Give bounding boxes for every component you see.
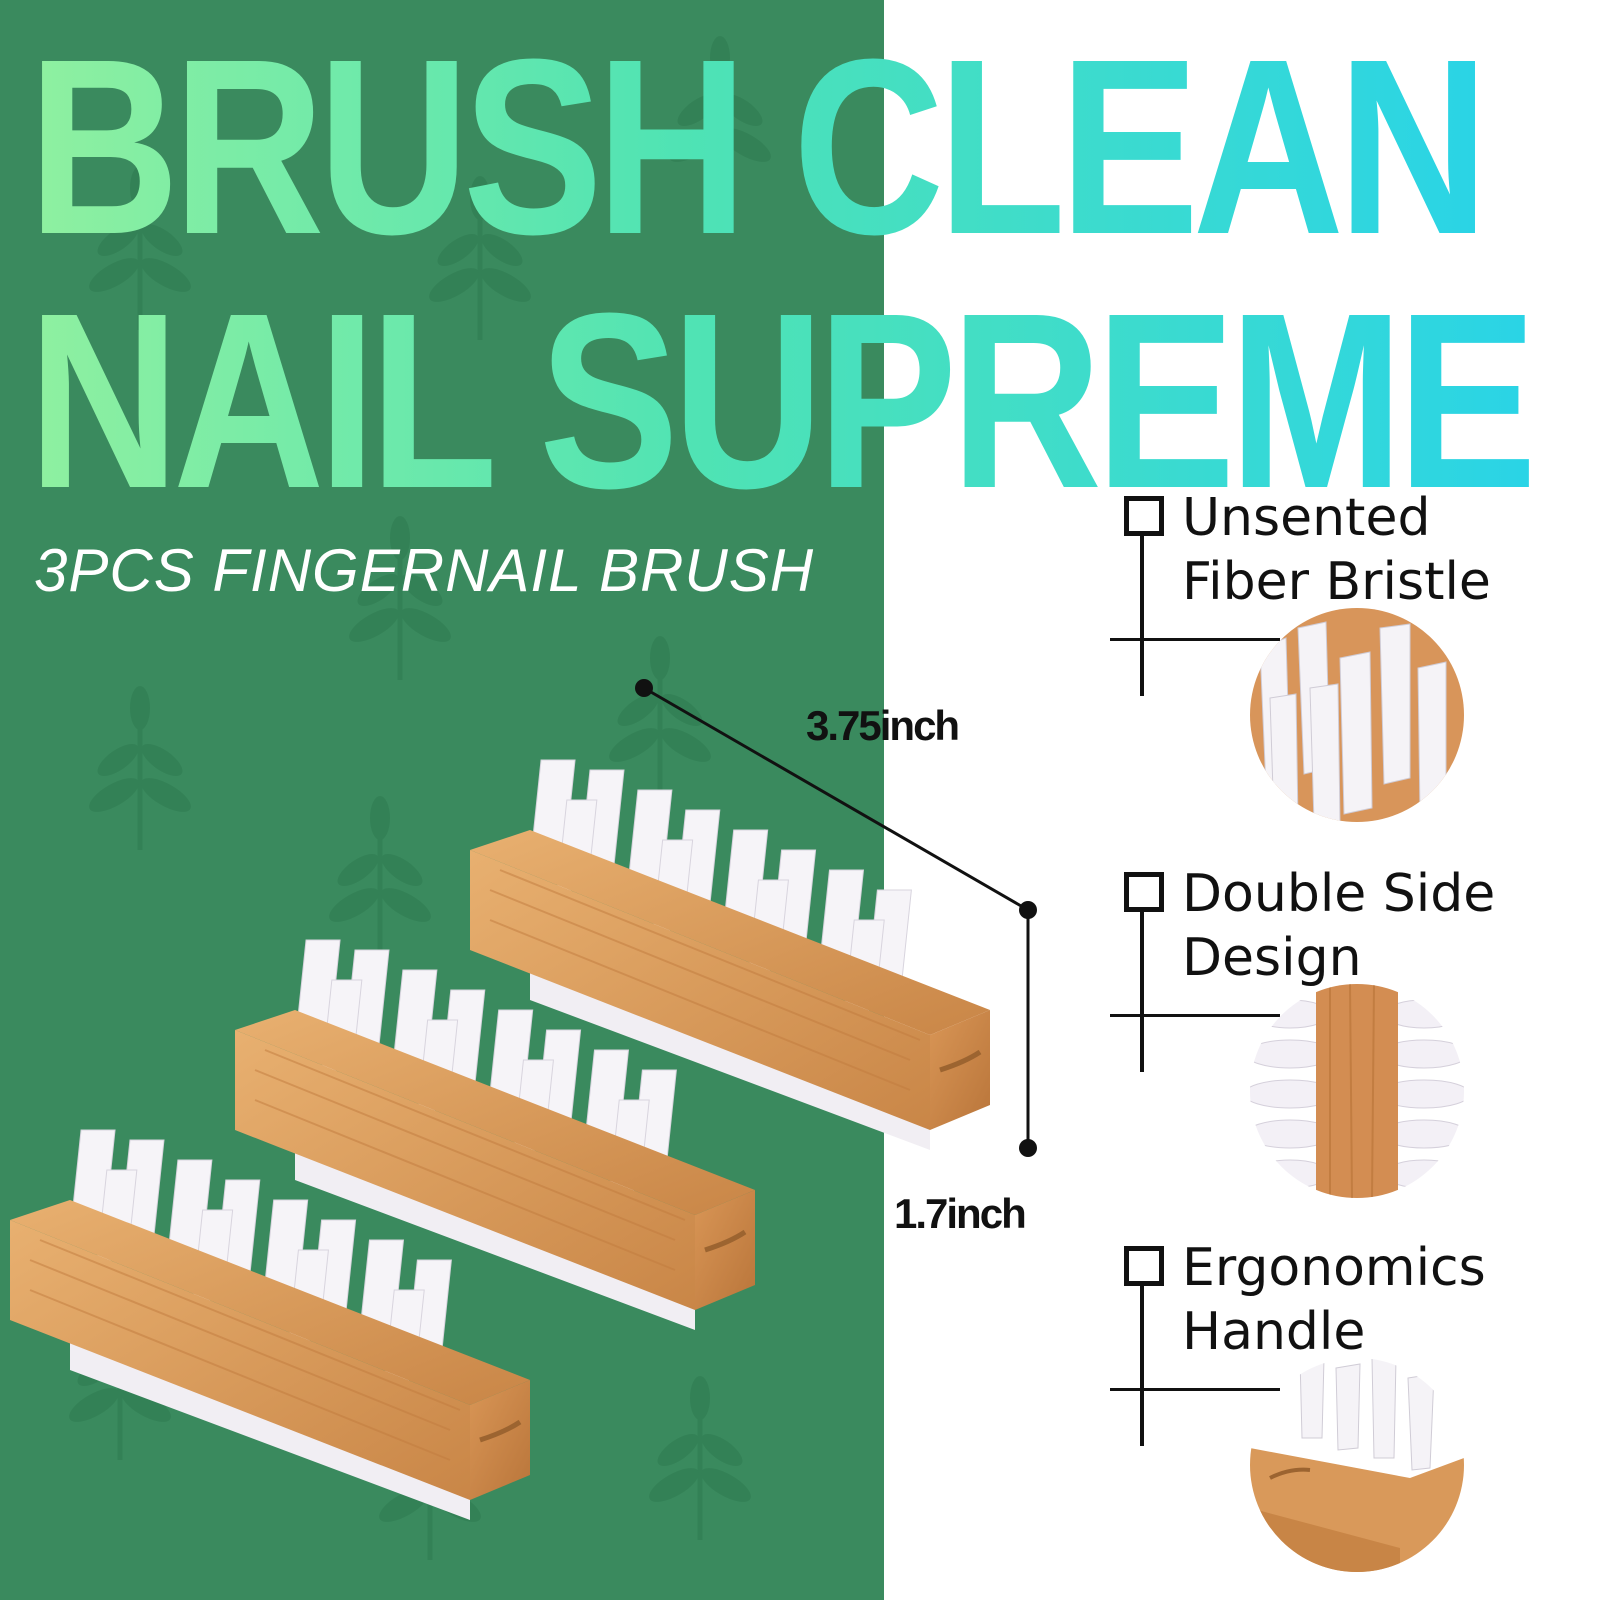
feature-title-line-1: Double Side	[1182, 864, 1496, 924]
feature-title-line-1: Unsented	[1182, 488, 1431, 548]
callout-horizontal-line	[1110, 1014, 1280, 1017]
callout-vertical-line	[1140, 1286, 1144, 1446]
checkbox-square-icon	[1124, 872, 1164, 912]
callout-vertical-line	[1140, 912, 1144, 1072]
nail-brushes-illustration	[0, 679, 1037, 1600]
headline-line-1: BRUSH CLEAN	[28, 7, 1489, 286]
feature-title-line-2: Handle	[1182, 1302, 1366, 1362]
feature-fiber-bristle: Unsented Fiber Bristle	[1110, 486, 1580, 826]
feature-title-line-1: Ergonomics	[1182, 1238, 1486, 1298]
product-subtitle: 3PCS FINGERNAIL BRUSH	[34, 537, 815, 604]
feature-title: Unsented Fiber Bristle	[1182, 486, 1491, 614]
checkbox-square-icon	[1124, 1246, 1164, 1286]
bristle-closeup-image	[1250, 608, 1464, 822]
checkbox-square-icon	[1124, 496, 1164, 536]
feature-ergonomics-handle: Ergonomics Handle	[1110, 1236, 1580, 1576]
double-side-closeup-image	[1250, 984, 1464, 1198]
handle-closeup-image	[1250, 1358, 1464, 1572]
callout-vertical-line	[1140, 536, 1144, 696]
length-dimension-label: 3.75inch	[806, 702, 960, 749]
feature-title: Ergonomics Handle	[1182, 1236, 1486, 1364]
callout-horizontal-line	[1110, 1388, 1280, 1391]
height-dimension-label: 1.7inch	[894, 1190, 1027, 1237]
headline-line-2: NAIL SUPREME	[28, 261, 1537, 540]
feature-title-line-2: Fiber Bristle	[1182, 552, 1491, 612]
callout-horizontal-line	[1110, 638, 1280, 641]
feature-title-line-2: Design	[1182, 928, 1362, 988]
feature-title: Double Side Design	[1182, 862, 1495, 990]
feature-double-side-design: Double Side Design	[1110, 862, 1580, 1202]
